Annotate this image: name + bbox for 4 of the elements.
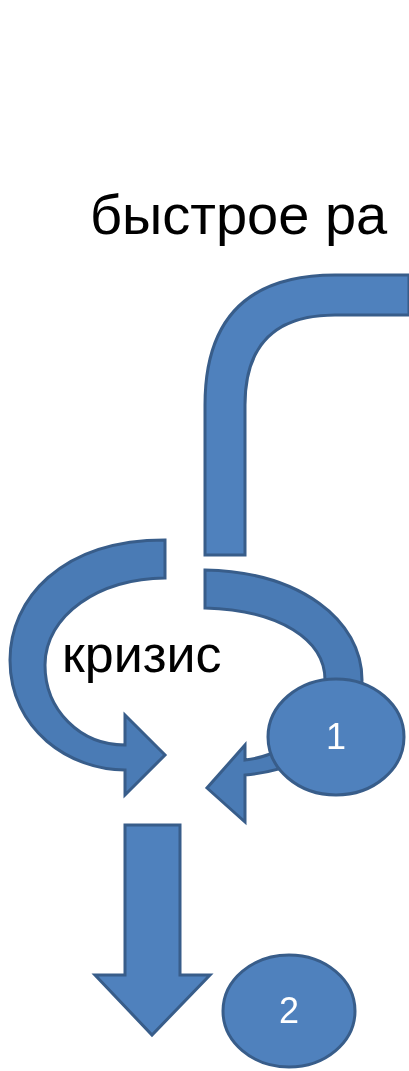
circle-number: 1 [326,719,346,755]
number-circle [221,953,357,1069]
number-circle [266,677,406,797]
circle-number: 2 [279,993,299,1029]
